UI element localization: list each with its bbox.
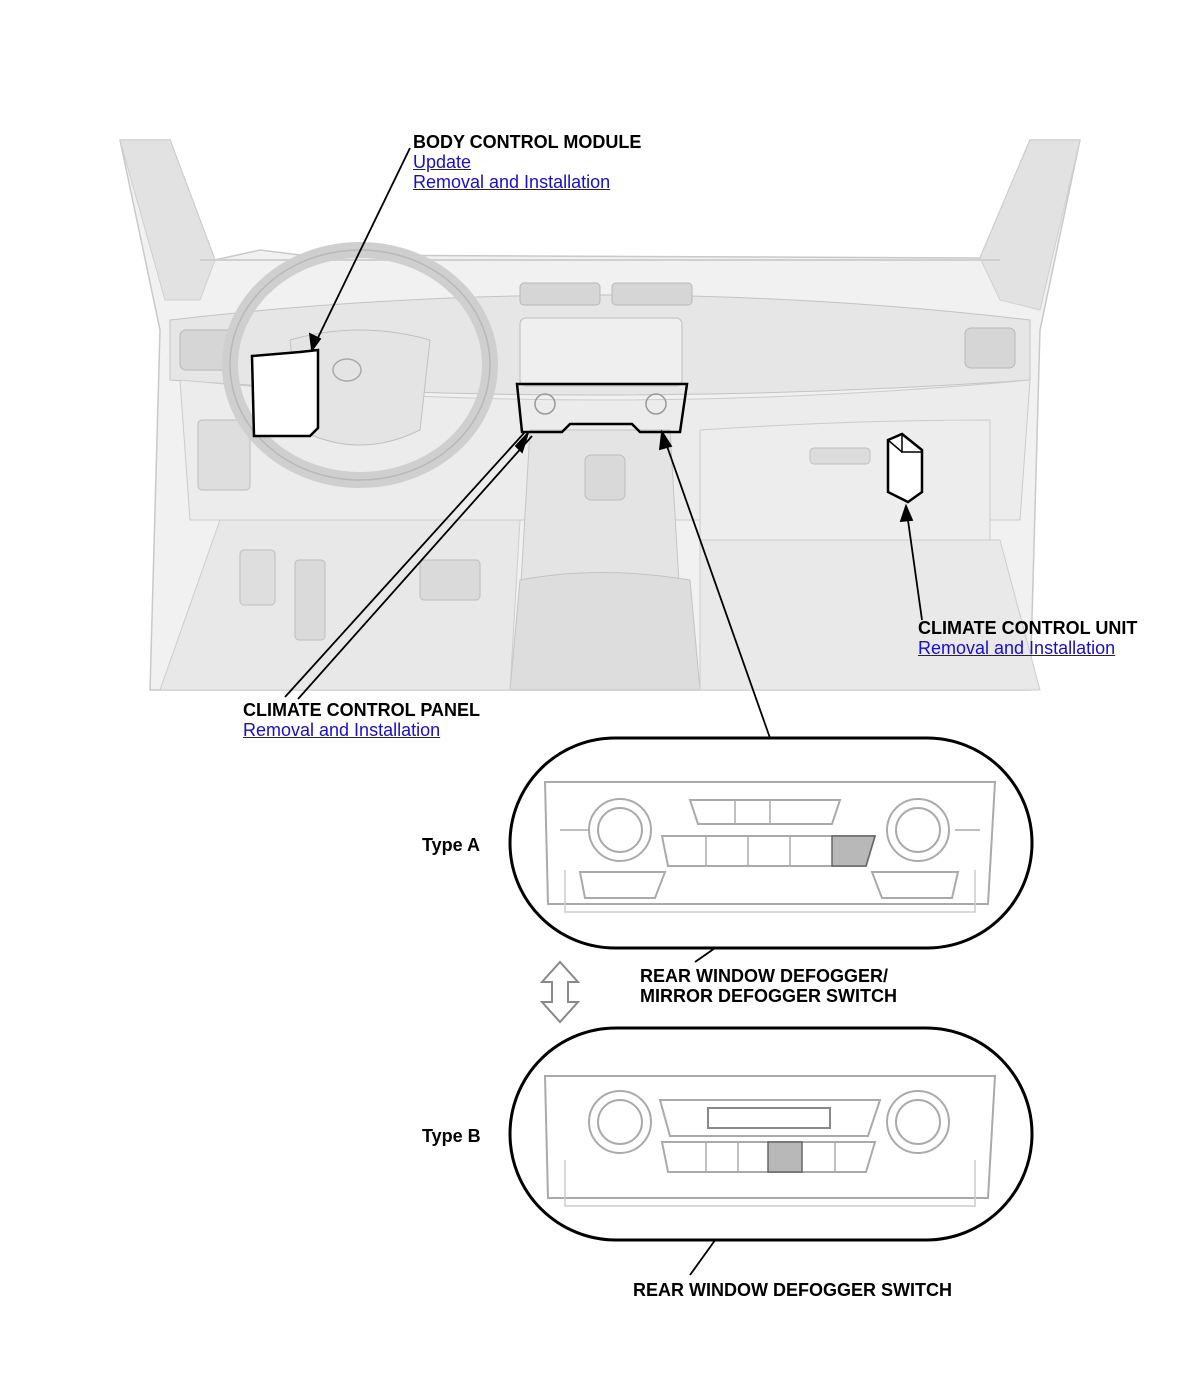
climate-control-panel-title: CLIMATE CONTROL PANEL (243, 700, 480, 720)
ccu-removal-installation-link[interactable]: Removal and Installation (918, 638, 1116, 658)
switch-a-line-1: REAR WINDOW DEFOGGER/ (640, 966, 888, 986)
switch-b-title: REAR WINDOW DEFOGGER SWITCH (633, 1280, 952, 1300)
type-a-label: Type A (422, 835, 481, 855)
switch-a-line-2: MIRROR DEFOGGER SWITCH (640, 986, 897, 1006)
type-b-panel (508, 1026, 1034, 1242)
type-b-label: Type B (422, 1126, 481, 1146)
switch-a-label: REAR WINDOW DEFOGGER/ MIRROR DEFOGGER SW… (640, 966, 897, 1006)
double-arrow-icon (539, 960, 581, 1024)
climate-control-unit-box (886, 432, 924, 504)
type-a-panel (508, 736, 1034, 950)
body-control-module-label: BODY CONTROL MODULE Update Removal and I… (413, 132, 641, 192)
climate-control-unit-title: CLIMATE CONTROL UNIT (918, 618, 1138, 638)
climate-control-unit-label: CLIMATE CONTROL UNIT Removal and Install… (918, 618, 1137, 658)
ccp-removal-installation-link[interactable]: Removal and Installation (243, 720, 441, 740)
climate-control-panel-outline (515, 382, 689, 434)
switch-b-label: REAR WINDOW DEFOGGER SWITCH (633, 1280, 952, 1300)
body-control-module-box (250, 348, 320, 438)
bcm-update-link[interactable]: Update (413, 152, 472, 172)
body-control-module-title: BODY CONTROL MODULE (413, 132, 642, 152)
climate-control-panel-label: CLIMATE CONTROL PANEL Removal and Instal… (243, 700, 480, 740)
bcm-removal-installation-link[interactable]: Removal and Installation (413, 172, 611, 192)
